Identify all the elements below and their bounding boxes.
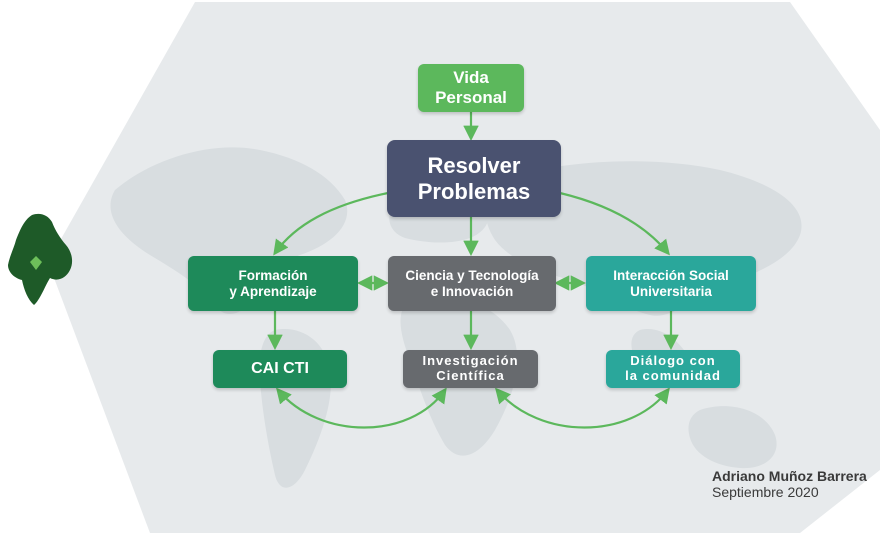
node-dialogo: Diálogo con la comunidad	[606, 350, 740, 388]
arrow-resolver-to-formacion	[273, 191, 389, 256]
node-cai-cti-label: CAI CTI	[251, 359, 309, 377]
arrow-resolver-to-interaccion	[559, 191, 670, 256]
node-dialogo-line-1: Diálogo con	[630, 353, 716, 369]
credit-date: Septiembre 2020	[712, 484, 819, 500]
node-investigacion-line-2: Científica	[436, 368, 505, 383]
node-interaccion-line-1: Interacción Social	[613, 267, 729, 283]
node-vida-personal-line-1: Vida	[453, 68, 489, 88]
node-interaccion: Interacción Social Universitaria	[586, 256, 756, 311]
colombia-map	[8, 213, 73, 305]
credits: Adriano Muñoz Barrera Septiembre 2020	[712, 468, 867, 500]
node-investigacion-line-1: Investigación	[422, 353, 519, 369]
node-ciencia-line-1: Ciencia y Tecnología	[405, 267, 539, 283]
node-ciencia-line-2: e Innovación	[430, 283, 514, 299]
node-formacion: Formación y Aprendizaje	[188, 256, 358, 311]
node-cai-cti: CAI CTI	[213, 350, 347, 388]
node-interaccion-line-2: Universitaria	[630, 283, 712, 299]
node-formacion-line-2: y Aprendizaje	[229, 283, 317, 299]
connectors	[267, 112, 679, 429]
arrow-cai-investigacion	[276, 387, 447, 429]
node-resolver-line-2: Problemas	[417, 178, 531, 204]
node-resolver-line-1: Resolver	[427, 153, 521, 179]
node-ciencia: Ciencia y Tecnología e Innovación	[388, 256, 556, 311]
author-name: Adriano Muñoz Barrera	[712, 468, 867, 484]
node-investigacion: Investigación Científica	[403, 350, 538, 388]
node-formacion-line-1: Formación	[238, 267, 308, 283]
node-resolver-problemas: Resolver Problemas	[387, 140, 561, 217]
node-vida-personal-line-2: Personal	[435, 88, 507, 107]
node-dialogo-line-2: la comunidad	[625, 368, 721, 383]
node-vida-personal: Vida Personal	[418, 64, 524, 112]
arrow-investigacion-dialogo	[494, 387, 670, 429]
